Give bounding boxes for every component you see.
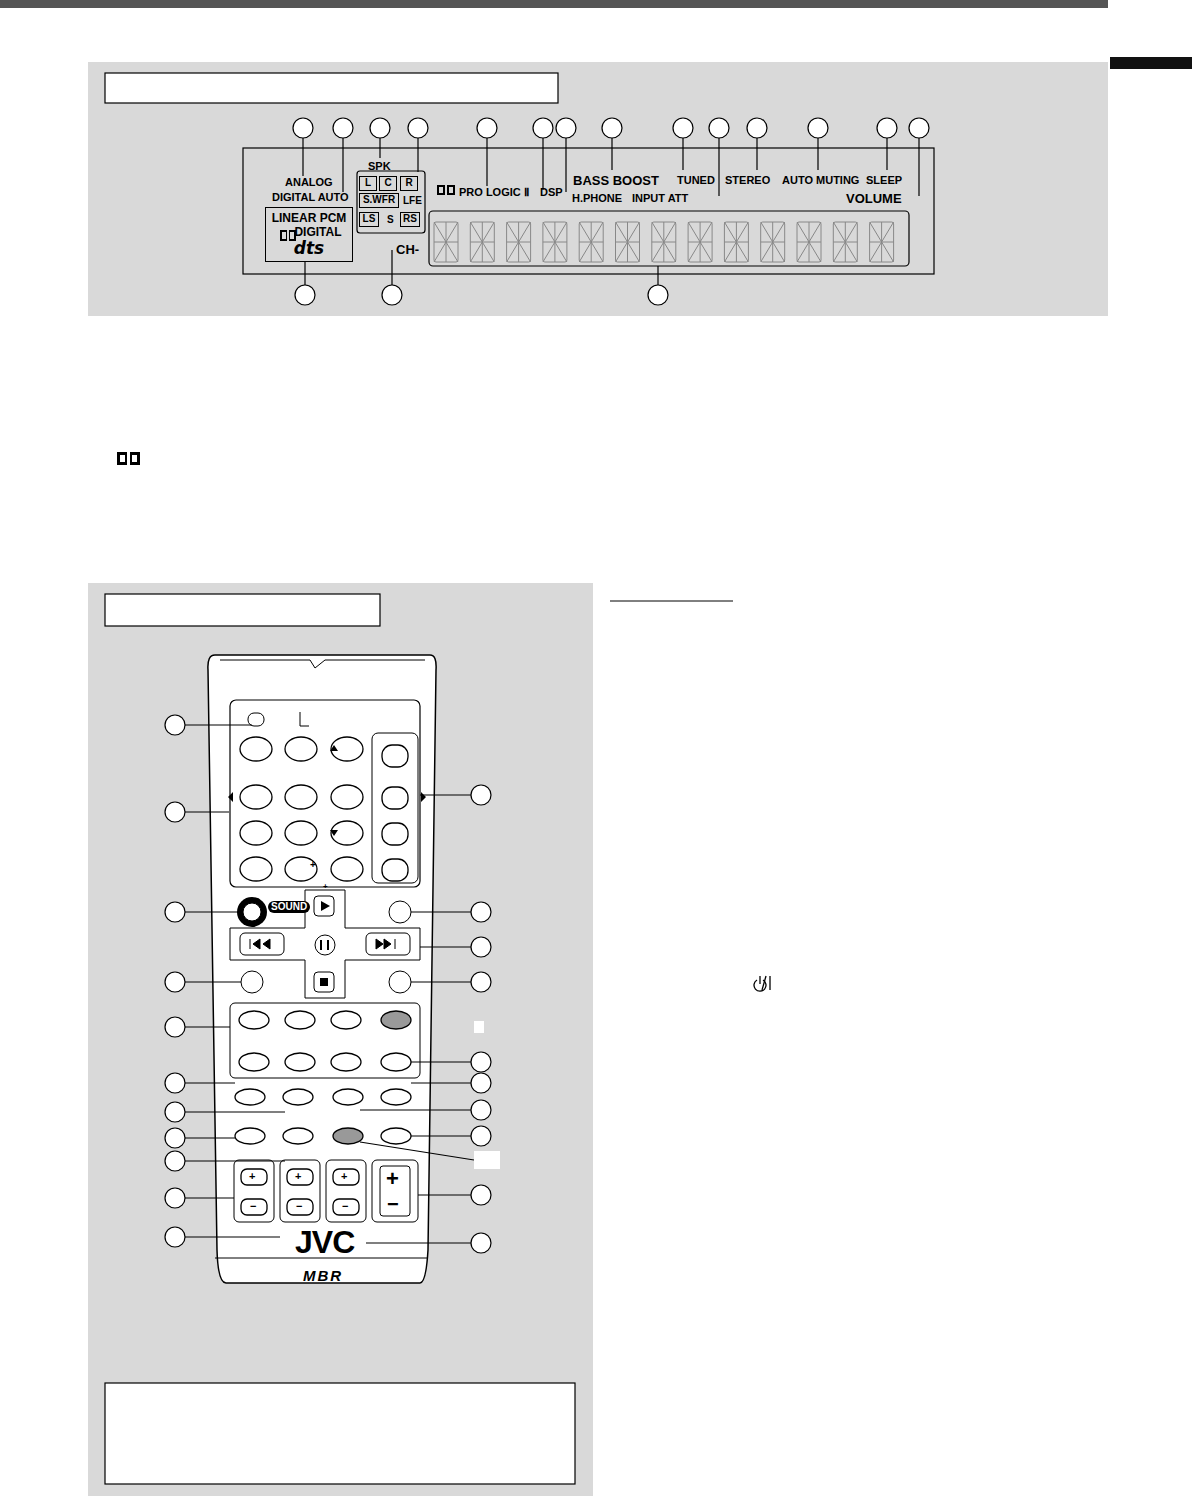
indicator-text: LINEAR PCM xyxy=(270,212,348,224)
display-indicator: STEREO xyxy=(725,175,770,186)
indicator-text: DIGITAL xyxy=(270,226,348,238)
speaker-indicator-box: L xyxy=(359,176,377,191)
speaker-indicator-box: R xyxy=(400,176,418,191)
display-indicator: INPUT ATT xyxy=(632,193,688,204)
display-indicator: VOLUME xyxy=(846,192,902,205)
button-label: + xyxy=(295,1171,301,1182)
display-indicator: S xyxy=(387,215,394,225)
button-label: + xyxy=(249,1171,255,1182)
display-indicator: AUTO MUTING xyxy=(782,175,859,186)
display-indicator: ANALOG xyxy=(285,177,333,188)
display-indicator: SPK xyxy=(368,161,391,172)
indicator-text: S.WFR xyxy=(362,195,396,205)
display-indicator: DSP xyxy=(540,187,563,198)
button-label: + xyxy=(341,1171,347,1182)
button-label: − xyxy=(250,1201,256,1212)
indicator-text: C xyxy=(382,178,394,188)
indicator-text: R xyxy=(403,178,415,188)
display-indicator: SLEEP xyxy=(866,175,902,186)
button-label: − xyxy=(387,1194,399,1214)
display-indicator: PRO LOGIC Ⅱ xyxy=(459,187,529,198)
display-indicator: DIGITAL AUTO xyxy=(272,192,349,203)
button-label: SOUND xyxy=(268,901,310,913)
speaker-indicator-box: C xyxy=(379,176,397,191)
button-label: + xyxy=(386,1168,399,1190)
display-indicator: TUNED xyxy=(677,175,715,186)
display-indicator: H.PHONE xyxy=(572,193,622,204)
indicator-text: L xyxy=(362,178,374,188)
display-indicator: CH- xyxy=(396,243,419,256)
indicator-text: LS xyxy=(362,214,376,224)
indicator-text: dts xyxy=(270,240,348,257)
display-indicator: LFE xyxy=(403,196,422,206)
display-indicator: BASS BOOST xyxy=(573,174,659,187)
button-label: + xyxy=(323,883,328,891)
indicator-text: RS xyxy=(403,214,417,224)
speaker-indicator-box: LS xyxy=(359,212,379,227)
button-label: MBR xyxy=(303,1268,343,1283)
format-indicator-box: LINEAR PCM DIGITAL dts xyxy=(265,207,353,262)
speaker-indicator-box: RS xyxy=(400,212,420,227)
button-label: − xyxy=(342,1201,348,1212)
speaker-indicator-box: S.WFR xyxy=(359,193,399,208)
button-label: + xyxy=(310,860,316,870)
button-label: − xyxy=(296,1201,302,1212)
brand-logo: JVC xyxy=(295,1226,354,1258)
